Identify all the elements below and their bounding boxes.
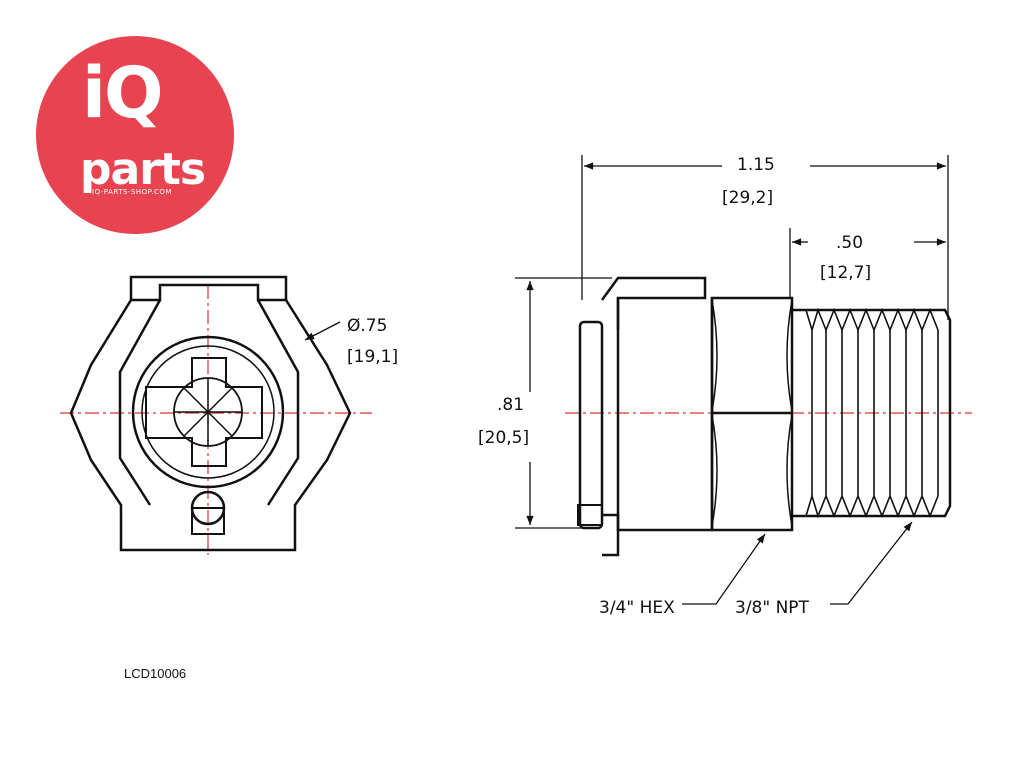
diameter-mm-label: [19,1] <box>347 347 398 367</box>
height-mm-label: [20,5] <box>478 428 529 448</box>
logo-brand-bottom: parts <box>80 144 206 195</box>
length-mm-label: [29,2] <box>722 188 773 208</box>
part-code: LCD10006 <box>124 666 187 681</box>
side-view <box>565 276 972 557</box>
logo-brand-top: iQ <box>82 52 164 134</box>
thread-size-label: 3/8" NPT <box>735 598 810 618</box>
hex-size-label: 3/4" HEX <box>599 598 675 618</box>
iq-parts-logo: iQ parts IQ-PARTS-SHOP.COM <box>36 36 234 234</box>
height-inch-label: .81 <box>497 395 524 415</box>
length-inch-label: 1.15 <box>737 155 775 175</box>
side-view-dimensions <box>515 155 949 605</box>
logo-website: IQ-PARTS-SHOP.COM <box>92 188 172 196</box>
thread-length-inch-label: .50 <box>836 233 863 253</box>
front-view <box>60 275 372 555</box>
diameter-inch-label: Ø.75 <box>347 316 387 336</box>
thread-length-mm-label: [12,7] <box>820 263 871 283</box>
